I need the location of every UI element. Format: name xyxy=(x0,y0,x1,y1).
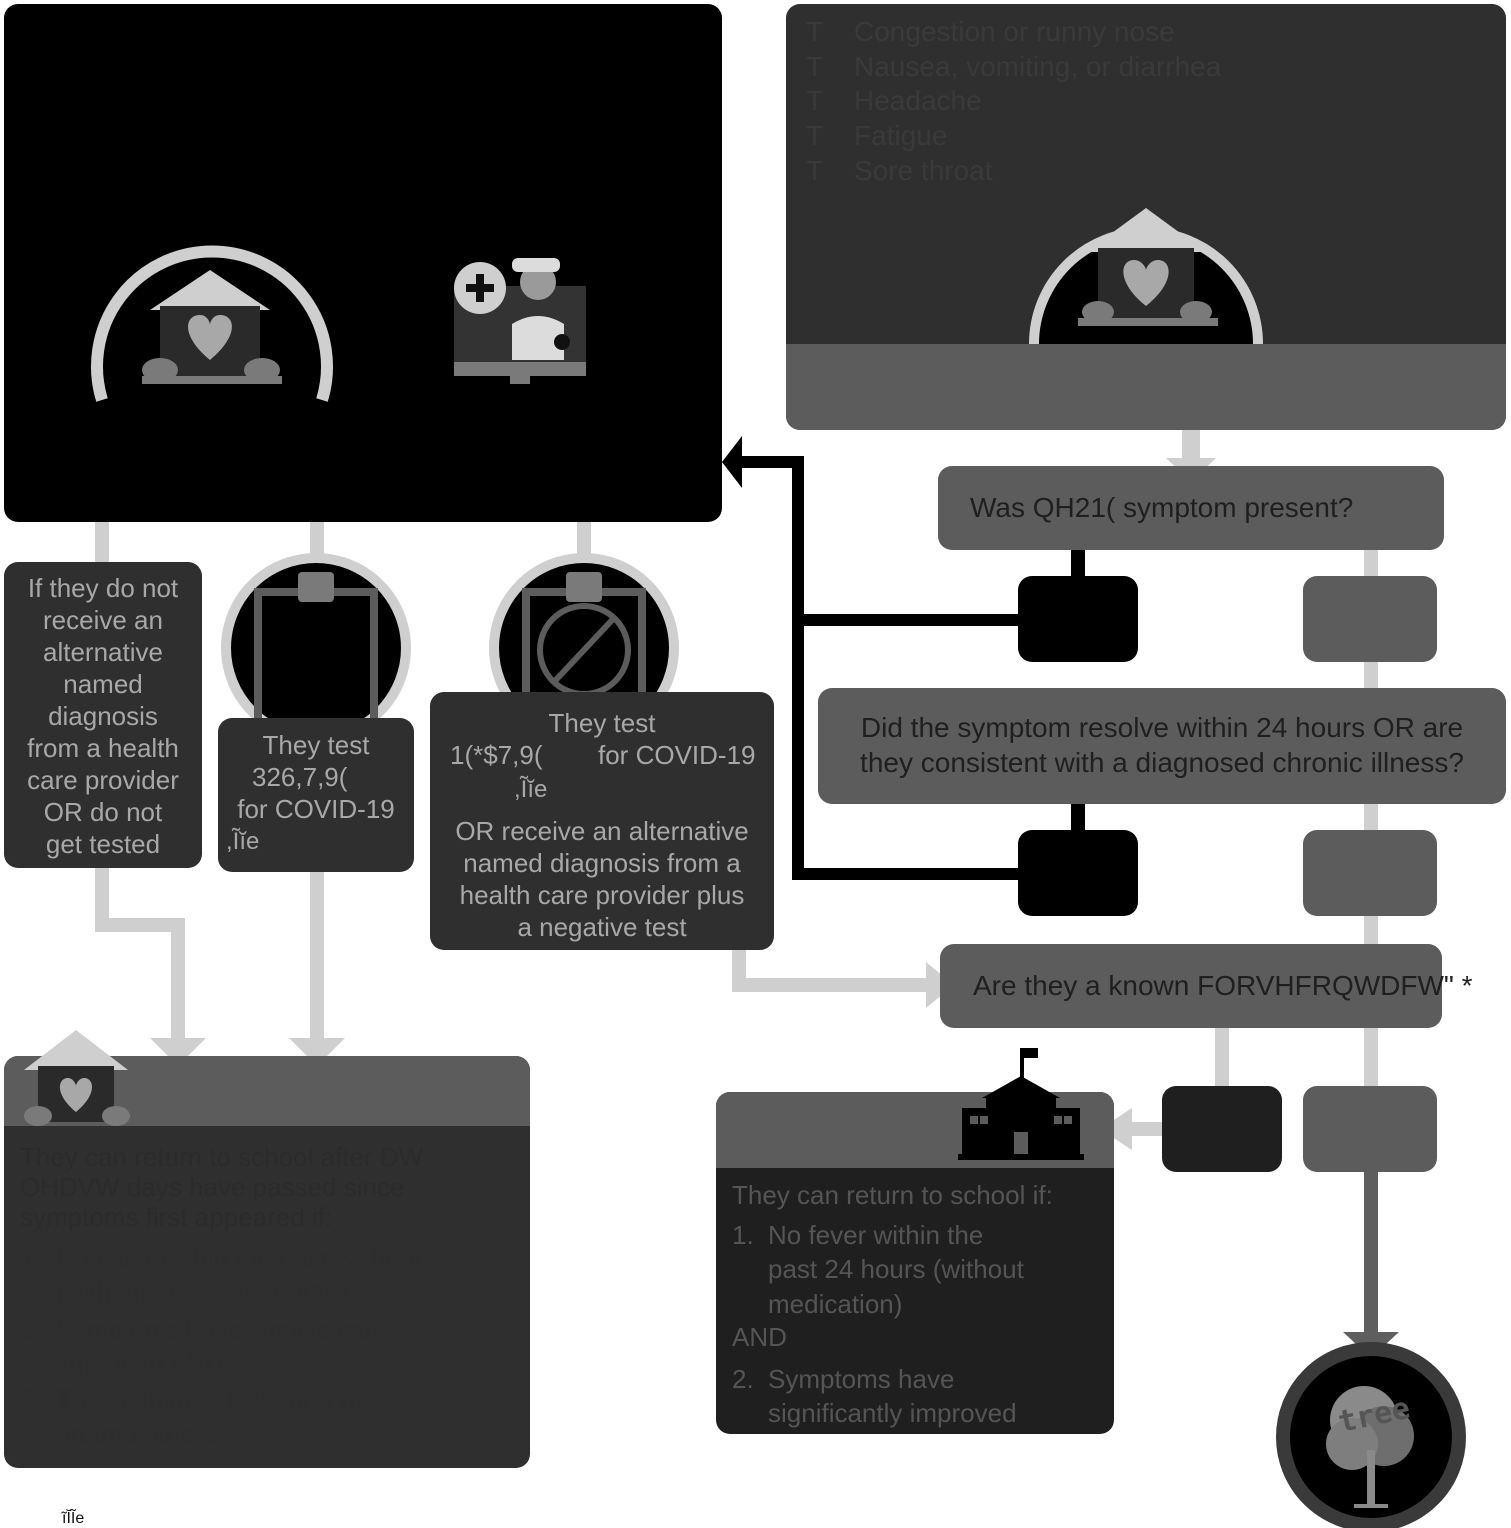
no-diagnosis-card xyxy=(4,562,202,868)
question-2-line-2: they consistent with a diagnosed chronic… xyxy=(860,747,1464,778)
positive-line-3: for COVID-19 xyxy=(237,794,395,824)
home-heart-icon xyxy=(91,245,333,402)
clipboard-icon xyxy=(221,553,411,722)
isolation-panel xyxy=(4,4,722,522)
arrow-positive-to-return xyxy=(289,870,345,1066)
return-after-item-3: 3. They continue to wear a mask around o… xyxy=(20,1384,403,1449)
negative-line-2a: 1(*$7,9( xyxy=(450,740,543,770)
q1-yes-stub xyxy=(1071,548,1085,578)
negative-line-2b: for COVID-19 xyxy=(598,740,756,770)
q2-yes-stub xyxy=(1071,800,1085,832)
question-box-3 xyxy=(940,944,1442,1028)
no-box-q2 xyxy=(1303,830,1437,916)
return-after-item-2: 2. Symptoms have significantly improved … xyxy=(20,1314,385,1379)
home-heart-icon xyxy=(24,1030,130,1126)
return-if-and: AND xyxy=(732,1322,787,1352)
black-return-path xyxy=(722,436,1022,880)
arrow-to-return-if xyxy=(1100,1108,1168,1150)
return-if-item-1: 1. No fever within the past 24 hours (wi… xyxy=(732,1220,1024,1319)
tree-icon xyxy=(1276,1342,1466,1528)
positive-line-1: They test xyxy=(262,730,370,760)
return-if-item-2: 2. Symptoms have significantly improved xyxy=(732,1364,1017,1429)
home-heart-icon xyxy=(1029,208,1263,344)
school-icon xyxy=(958,1048,1084,1160)
no-box-q3 xyxy=(1303,1086,1437,1172)
trunk-to-tree-line xyxy=(1364,1160,1378,1340)
positive-test-card xyxy=(218,718,414,872)
question-1-text: Was QH21( symptom present? xyxy=(970,492,1354,523)
no-box-q1 xyxy=(1303,576,1437,662)
negative-line-3: ,Ĩĭe xyxy=(514,776,548,803)
footer-mark: ĩĬĨe xyxy=(62,1510,85,1527)
yes-box-q2 xyxy=(1018,830,1138,916)
symptom-list-panel xyxy=(786,4,1506,430)
positive-line-4: ,Ĩĭe xyxy=(226,828,260,855)
return-if-intro: They can return to school if: xyxy=(732,1180,1053,1210)
positive-line-2: 326,7,9( xyxy=(252,762,348,792)
return-after-days-card xyxy=(4,1056,530,1468)
question-3-text: Are they a known FORVHFRQWDFW" * xyxy=(973,970,1473,1001)
yes-box-q3 xyxy=(1162,1086,1282,1172)
return-after-intro: They can return to school after DW OHDVW… xyxy=(20,1142,424,1232)
negative-test-card xyxy=(430,692,774,950)
negative-line-rest: OR receive an alternative named diagnosi… xyxy=(455,816,749,942)
arrow-negative-to-q3 xyxy=(732,946,954,1008)
question-2-line-1: Did the symptom resolve within 24 hours … xyxy=(860,712,1464,743)
question-box-2 xyxy=(818,688,1506,804)
yes-box-q1 xyxy=(1018,576,1138,662)
return-after-item-1: 1. No fever within the past 24 hours (wi… xyxy=(20,1244,437,1309)
q3-yes-stub xyxy=(1215,1024,1229,1088)
telehealth-doctor-icon xyxy=(454,258,586,384)
negative-line-1: They test xyxy=(548,708,656,738)
no-diagnosis-text: If they do not receive an alternative na… xyxy=(27,573,179,859)
no-symbol-clipboard-icon xyxy=(489,553,679,702)
question-box-1 xyxy=(938,466,1444,550)
arrow-no-diagnosis-to-return xyxy=(95,866,206,1066)
